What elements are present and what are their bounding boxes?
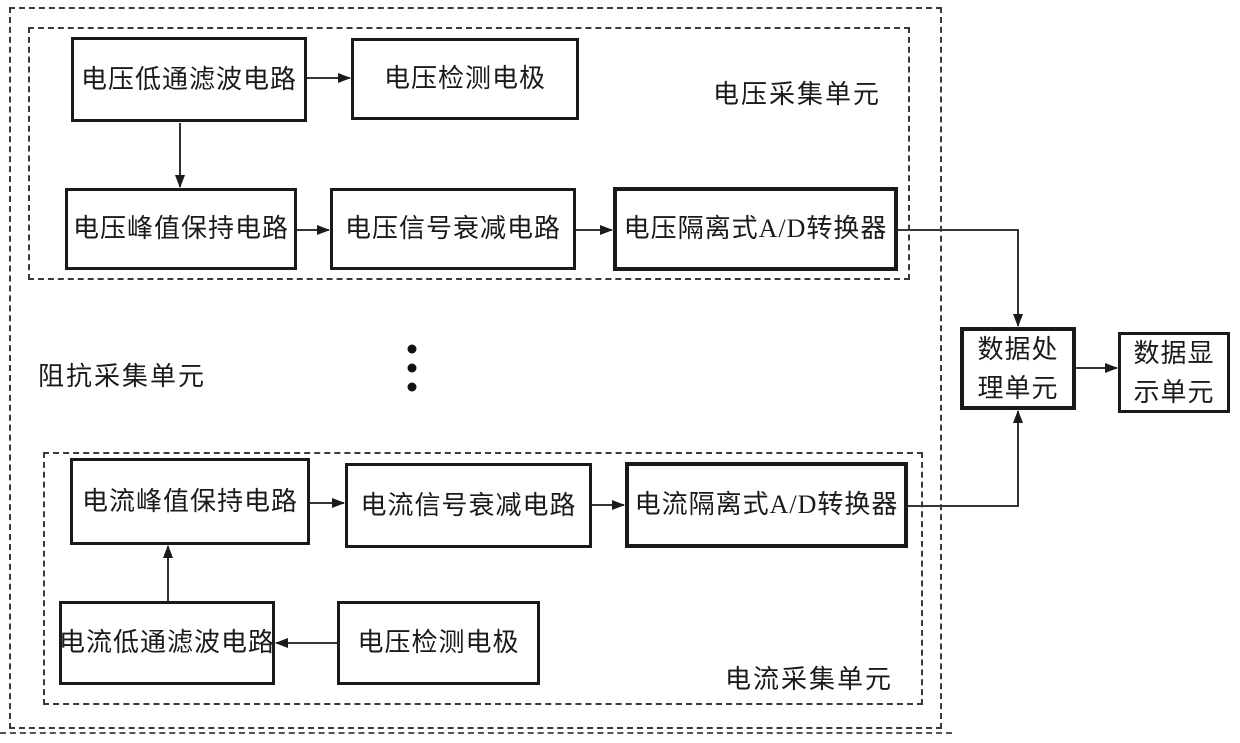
voltage-acquisition-unit-boundary (28, 27, 910, 280)
impedance-acquisition-unit-boundary (9, 7, 942, 729)
voltage-peak-hold-block: 电压峰值保持电路 (65, 188, 297, 270)
data-processing-unit-block: 数据处 理单元 (960, 327, 1076, 410)
current-unit-label: 电流采集单元 (725, 665, 894, 694)
voltage-signal-attenuation-block: 电压信号衰减电路 (330, 188, 576, 270)
outer-boundary-bottom-artifact (0, 732, 952, 734)
current-peak-hold-block: 电流峰值保持电路 (70, 458, 310, 545)
voltage-detection-electrode-block-2: 电压检测电极 (337, 601, 540, 685)
arrow-current-adc-to-processing (908, 410, 1023, 507)
current-acquisition-unit-boundary (43, 452, 923, 705)
voltage-lowpass-filter-block: 电压低通滤波电路 (71, 37, 307, 122)
ellipsis-dots-icon (407, 344, 417, 392)
voltage-detection-electrode-block: 电压检测电极 (351, 38, 579, 120)
voltage-unit-label: 电压采集单元 (713, 80, 882, 109)
impedance-unit-label: 阻抗采集单元 (38, 362, 207, 391)
current-isolated-adc-block: 电流隔离式A/D转换器 (625, 462, 908, 548)
arrow-voltage-adc-to-processing (898, 229, 1023, 327)
voltage-isolated-adc-block: 电压隔离式A/D转换器 (613, 187, 898, 271)
current-signal-attenuation-block: 电流信号衰减电路 (345, 463, 592, 548)
current-lowpass-filter-block: 电流低通滤波电路 (59, 601, 275, 685)
data-display-unit-block: 数据显 示单元 (1118, 332, 1230, 413)
